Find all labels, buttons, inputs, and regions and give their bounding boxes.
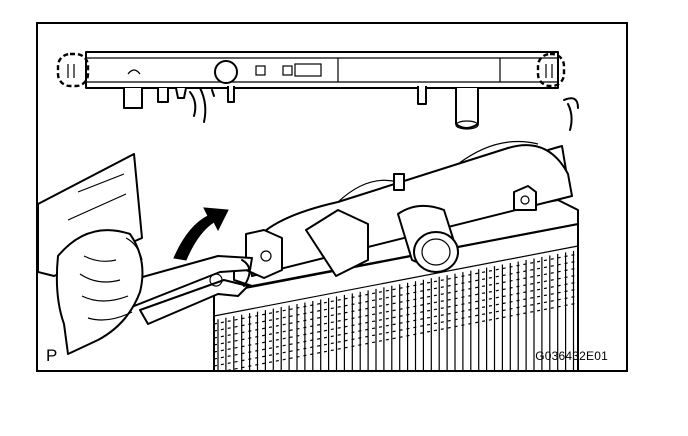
radiator-core	[213, 223, 579, 370]
rotation-arrow	[173, 207, 229, 261]
upper-tank-side-view	[56, 51, 566, 130]
hand-with-sleeve	[38, 153, 144, 355]
claw-highlight-right	[536, 52, 566, 88]
upper-tank-perspective	[233, 97, 579, 287]
view-label: P	[46, 346, 58, 365]
figure-id: G036432E01	[535, 349, 608, 363]
radiator-tank-removal-illustration	[38, 51, 579, 370]
claw-highlight-left	[56, 52, 90, 88]
illustration-frame: P G036432E01	[36, 22, 628, 372]
